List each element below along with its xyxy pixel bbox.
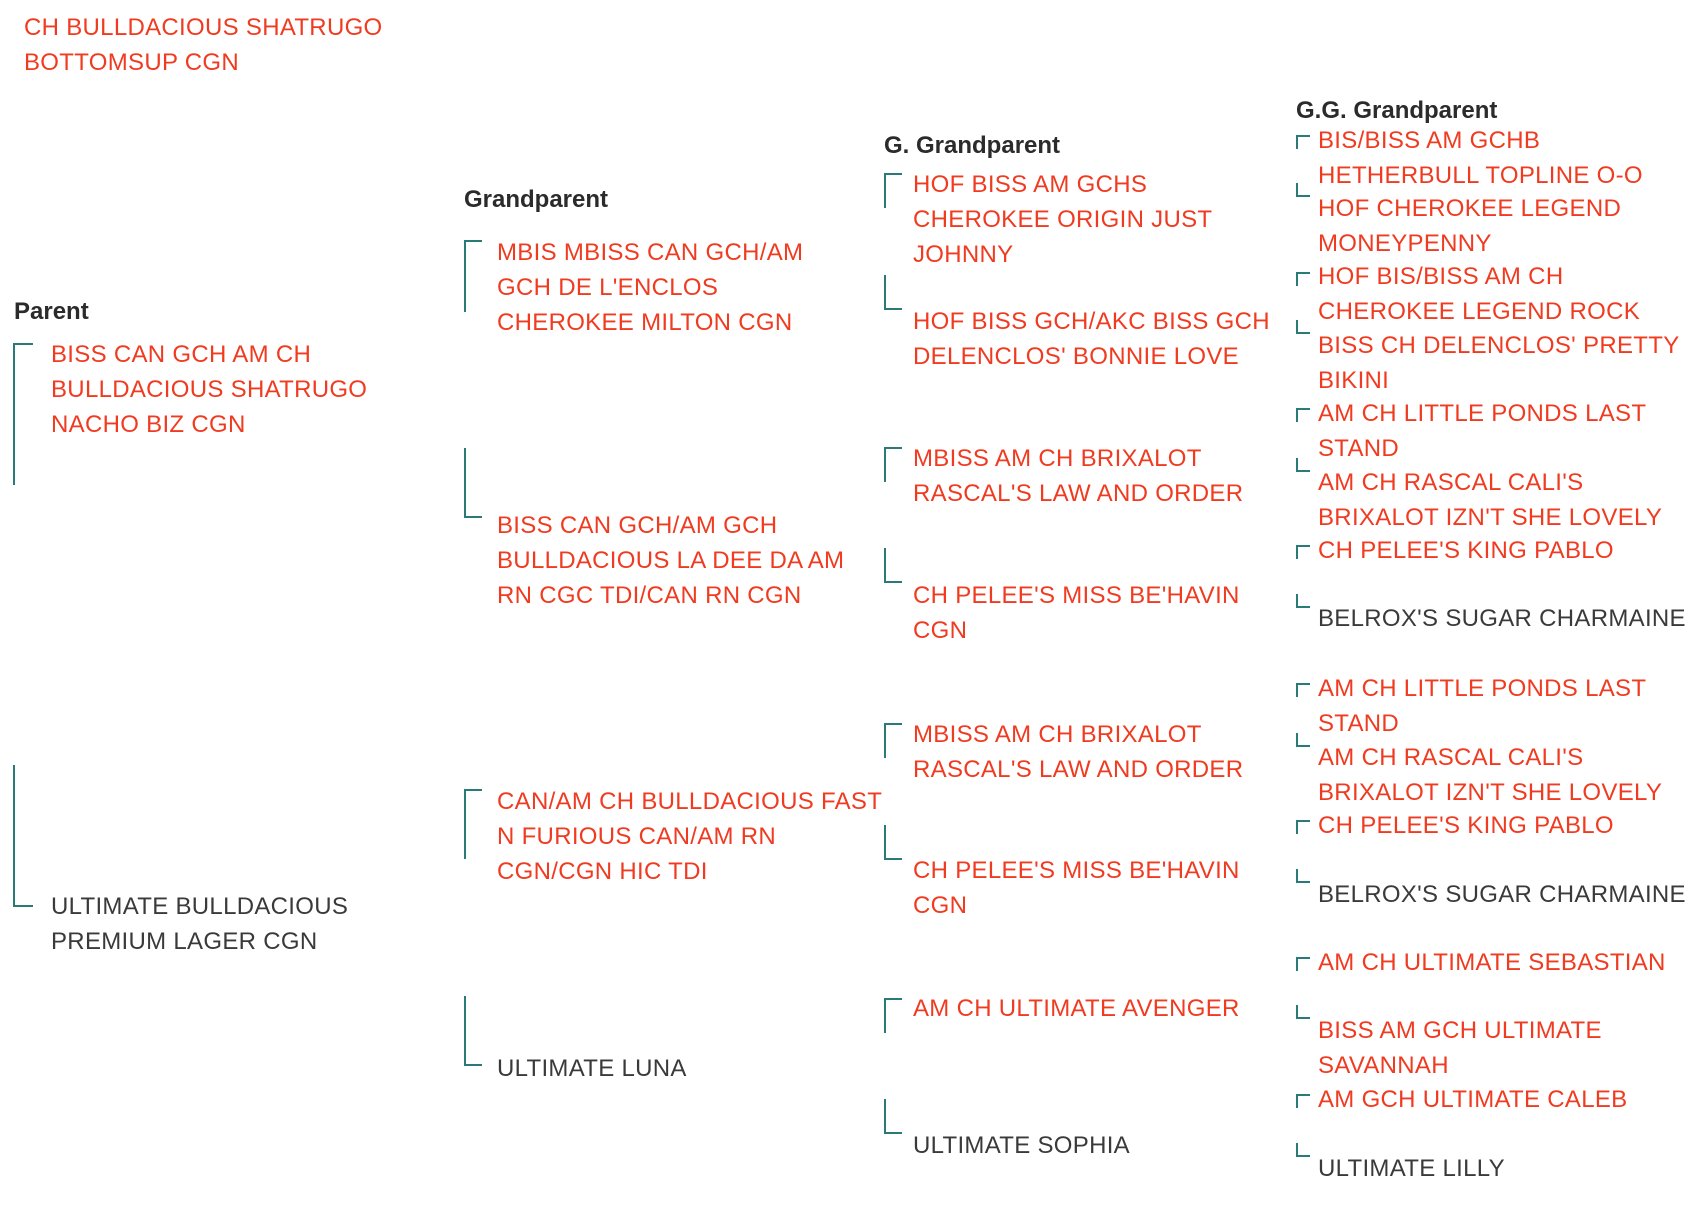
g-grandparent-connector-2: [884, 275, 902, 310]
gg-grandparent-7[interactable]: CH PELEE'S KING PABLO: [1318, 537, 1614, 564]
g-grandparent-connector-4: [884, 548, 902, 583]
header-parent: Parent: [14, 298, 89, 325]
g-grandparent-connector-3: [884, 447, 902, 482]
grandparent-2[interactable]: BISS CAN GCH/AM GCH BULLDACIOUS LA DEE D…: [497, 512, 845, 609]
g-grandparent-1[interactable]: HOF BISS AM GCHS CHEROKEE ORIGIN JUST JO…: [913, 171, 1212, 268]
grandparent-connector-1: [464, 240, 482, 312]
g-grandparent-8[interactable]: ULTIMATE SOPHIA: [913, 1132, 1130, 1159]
gg-grandparent-connector-10: [1296, 733, 1310, 747]
g-grandparent-connector-7: [884, 998, 902, 1033]
gg-grandparent-connector-8: [1296, 594, 1310, 608]
subject-name[interactable]: CH BULLDACIOUS SHATRUGO BOTTOMSUP CGN: [24, 14, 383, 76]
gg-grandparent-2[interactable]: HOF CHEROKEE LEGEND MONEYPENNY: [1318, 195, 1622, 257]
g-grandparent-2[interactable]: HOF BISS GCH/AKC BISS GCH DELENCLOS' BON…: [913, 308, 1270, 370]
gg-grandparent-16[interactable]: ULTIMATE LILLY: [1318, 1155, 1505, 1182]
gg-grandparent-connector-3: [1296, 272, 1310, 286]
gg-grandparent-8[interactable]: BELROX'S SUGAR CHARMAINE: [1318, 605, 1686, 632]
parent-dam-connector: [13, 765, 33, 907]
gg-grandparent-connector-9: [1296, 683, 1310, 697]
gg-grandparent-connector-13: [1296, 957, 1310, 971]
gg-grandparent-connector-12: [1296, 869, 1310, 883]
header-gg-grandparent: G.G. Grandparent: [1296, 97, 1498, 124]
g-grandparent-connector-1: [884, 173, 902, 208]
gg-grandparent-9[interactable]: AM CH LITTLE PONDS LAST STAND: [1318, 675, 1646, 737]
grandparent-connector-4: [464, 996, 482, 1066]
g-grandparent-connector-8: [884, 1099, 902, 1134]
header-grandparent: Grandparent: [464, 186, 609, 213]
gg-grandparent-connector-6: [1296, 458, 1310, 472]
gg-grandparent-4[interactable]: BISS CH DELENCLOS' PRETTY BIKINI: [1318, 332, 1680, 394]
gg-grandparent-10[interactable]: AM CH RASCAL CALI'S BRIXALOT IZN'T SHE L…: [1318, 744, 1663, 806]
g-grandparent-5[interactable]: MBISS AM CH BRIXALOT RASCAL'S LAW AND OR…: [913, 721, 1244, 783]
gg-grandparent-15[interactable]: AM GCH ULTIMATE CALEB: [1318, 1086, 1628, 1113]
grandparent-1[interactable]: MBIS MBISS CAN GCH/AM GCH DE L'ENCLOS CH…: [497, 239, 804, 336]
gg-grandparent-12[interactable]: BELROX'S SUGAR CHARMAINE: [1318, 881, 1686, 908]
parent-sire-connector: [13, 343, 33, 485]
gg-grandparent-connector-5: [1296, 408, 1310, 422]
grandparent-connector-2: [464, 448, 482, 518]
grandparent-3[interactable]: CAN/AM CH BULLDACIOUS FAST N FURIOUS CAN…: [497, 788, 882, 885]
gg-grandparent-3[interactable]: HOF BIS/BISS AM CH CHEROKEE LEGEND ROCK: [1318, 263, 1641, 325]
g-grandparent-connector-5: [884, 723, 902, 758]
gg-grandparent-11[interactable]: CH PELEE'S KING PABLO: [1318, 812, 1614, 839]
grandparent-connector-3: [464, 789, 482, 859]
g-grandparent-6[interactable]: CH PELEE'S MISS BE'HAVIN CGN: [913, 857, 1240, 919]
gg-grandparent-connector-7: [1296, 545, 1310, 559]
grandparent-4[interactable]: ULTIMATE LUNA: [497, 1055, 687, 1082]
gg-grandparent-connector-4: [1296, 320, 1310, 334]
gg-grandparent-connector-16: [1296, 1143, 1310, 1157]
g-grandparent-7[interactable]: AM CH ULTIMATE AVENGER: [913, 995, 1240, 1022]
g-grandparent-4[interactable]: CH PELEE'S MISS BE'HAVIN CGN: [913, 582, 1240, 644]
parent-sire[interactable]: BISS CAN GCH AM CH BULLDACIOUS SHATRUGO …: [51, 341, 368, 438]
g-grandparent-3[interactable]: MBISS AM CH BRIXALOT RASCAL'S LAW AND OR…: [913, 445, 1244, 507]
gg-grandparent-14[interactable]: BISS AM GCH ULTIMATE SAVANNAH: [1318, 1017, 1602, 1079]
gg-grandparent-connector-2: [1296, 183, 1310, 197]
gg-grandparent-connector-11: [1296, 820, 1310, 834]
parent-dam[interactable]: ULTIMATE BULLDACIOUS PREMIUM LAGER CGN: [51, 893, 349, 955]
gg-grandparent-6[interactable]: AM CH RASCAL CALI'S BRIXALOT IZN'T SHE L…: [1318, 469, 1663, 531]
gg-grandparent-1[interactable]: BIS/BISS AM GCHB HETHERBULL TOPLINE O-O: [1318, 127, 1643, 189]
gg-grandparent-13[interactable]: AM CH ULTIMATE SEBASTIAN: [1318, 949, 1666, 976]
gg-grandparent-5[interactable]: AM CH LITTLE PONDS LAST STAND: [1318, 400, 1646, 462]
header-g-grandparent: G. Grandparent: [884, 132, 1061, 159]
gg-grandparent-connector-15: [1296, 1094, 1310, 1108]
g-grandparent-connector-6: [884, 825, 902, 860]
gg-grandparent-connector-14: [1296, 1005, 1310, 1019]
gg-grandparent-connector-1: [1296, 135, 1310, 149]
